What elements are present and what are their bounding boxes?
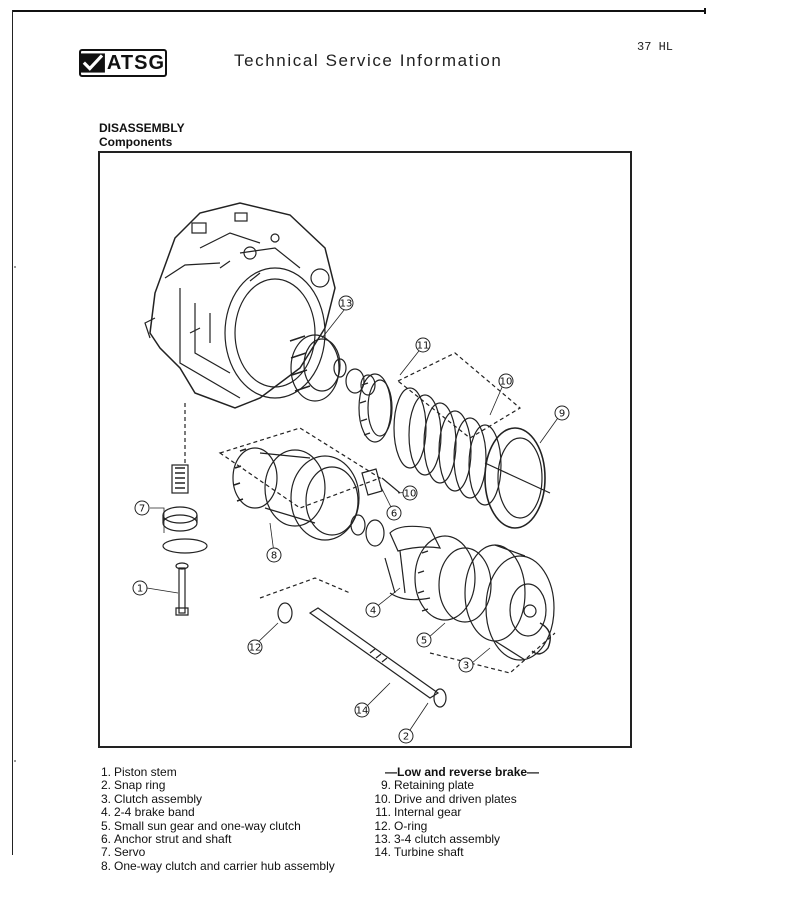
legend-item: 7.Servo bbox=[100, 845, 146, 860]
section-title: DISASSEMBLY bbox=[99, 121, 185, 135]
callout-4: 4 bbox=[370, 606, 376, 617]
piston-stem bbox=[175, 562, 189, 616]
callout-2: 2 bbox=[403, 732, 409, 743]
scan-speck bbox=[14, 760, 16, 762]
transmission-case bbox=[144, 202, 336, 409]
top-rule-tick bbox=[704, 8, 706, 14]
callout-8: 8 bbox=[271, 551, 277, 562]
section-heading: DISASSEMBLY Components bbox=[99, 121, 185, 149]
left-margin-rule bbox=[12, 10, 13, 855]
page-title: Technical Service Information bbox=[234, 51, 503, 70]
callout-14: 14 bbox=[356, 706, 369, 717]
callout-5: 5 bbox=[421, 636, 427, 647]
legend-item: 4.2-4 brake band bbox=[100, 805, 195, 820]
legend-item: 14.Turbine shaft bbox=[374, 845, 464, 860]
callout-10: 10 bbox=[500, 377, 513, 388]
callout-12: 12 bbox=[249, 643, 262, 654]
section-subtitle: Components bbox=[99, 135, 173, 149]
legend-item: 2.Snap ring bbox=[100, 778, 166, 793]
callout-1: 1 bbox=[137, 584, 143, 595]
legend-item: 12.O-ring bbox=[374, 818, 428, 833]
callout-13: 13 bbox=[340, 299, 353, 310]
turbine-shaft bbox=[308, 607, 447, 708]
retaining-plate bbox=[484, 427, 551, 529]
legend-group-heading: —Low and reverse brake— bbox=[385, 765, 540, 779]
top-rule bbox=[12, 10, 706, 12]
callout-7: 7 bbox=[139, 504, 145, 515]
clutch-3-4-assembly bbox=[289, 334, 376, 402]
clutch-plates bbox=[393, 387, 502, 506]
page-number: 37 HL bbox=[637, 40, 674, 54]
internal-gear bbox=[358, 373, 393, 443]
one-way-clutch-carrier-hub bbox=[232, 447, 360, 541]
atsg-logo: ATSG bbox=[79, 49, 167, 77]
callout-9: 9 bbox=[559, 409, 565, 420]
logo-text: ATSG bbox=[106, 51, 165, 74]
servo bbox=[162, 403, 208, 554]
callout-3: 3 bbox=[463, 661, 469, 672]
scan-speck bbox=[14, 266, 16, 268]
legend-left: 1.Piston stem 2.Snap ring 3.Clutch assem… bbox=[99, 765, 335, 873]
legend-item: 1.Piston stem bbox=[100, 765, 177, 779]
legend-item: 10.Drive and driven plates bbox=[374, 791, 517, 806]
exploded-view-figure: 13 11 10 9 10 6 8 7 1 12 4 5 3 14 2 bbox=[98, 151, 632, 748]
callout-6: 6 bbox=[391, 509, 397, 520]
brake-band bbox=[384, 525, 442, 601]
legend-item: 11.Internal gear bbox=[375, 805, 462, 820]
legend-item: 6.Anchor strut and shaft bbox=[100, 832, 232, 847]
callout-10-second: 10 bbox=[404, 489, 417, 500]
anchor-strut bbox=[361, 468, 401, 496]
checkmark-icon bbox=[81, 53, 105, 73]
legend-item: 8.One-way clutch and carrier hub assembl… bbox=[100, 858, 335, 873]
legend-item: 5.Small sun gear and one-way clutch bbox=[100, 818, 301, 833]
sun-gear-one-way-clutch bbox=[414, 535, 492, 623]
exploded-view-drawing: 13 11 10 9 10 6 8 7 1 12 4 5 3 14 2 bbox=[132, 202, 570, 744]
legend-item: 13.3-4 clutch assembly bbox=[374, 832, 501, 847]
legend-item: 3.Clutch assembly bbox=[100, 791, 203, 806]
callout-11: 11 bbox=[417, 341, 430, 352]
clutch-assembly bbox=[464, 544, 555, 661]
legend-right: —Low and reverse brake— 9.Retaining plat… bbox=[363, 765, 540, 860]
legend-item: 9.Retaining plate bbox=[380, 778, 475, 793]
